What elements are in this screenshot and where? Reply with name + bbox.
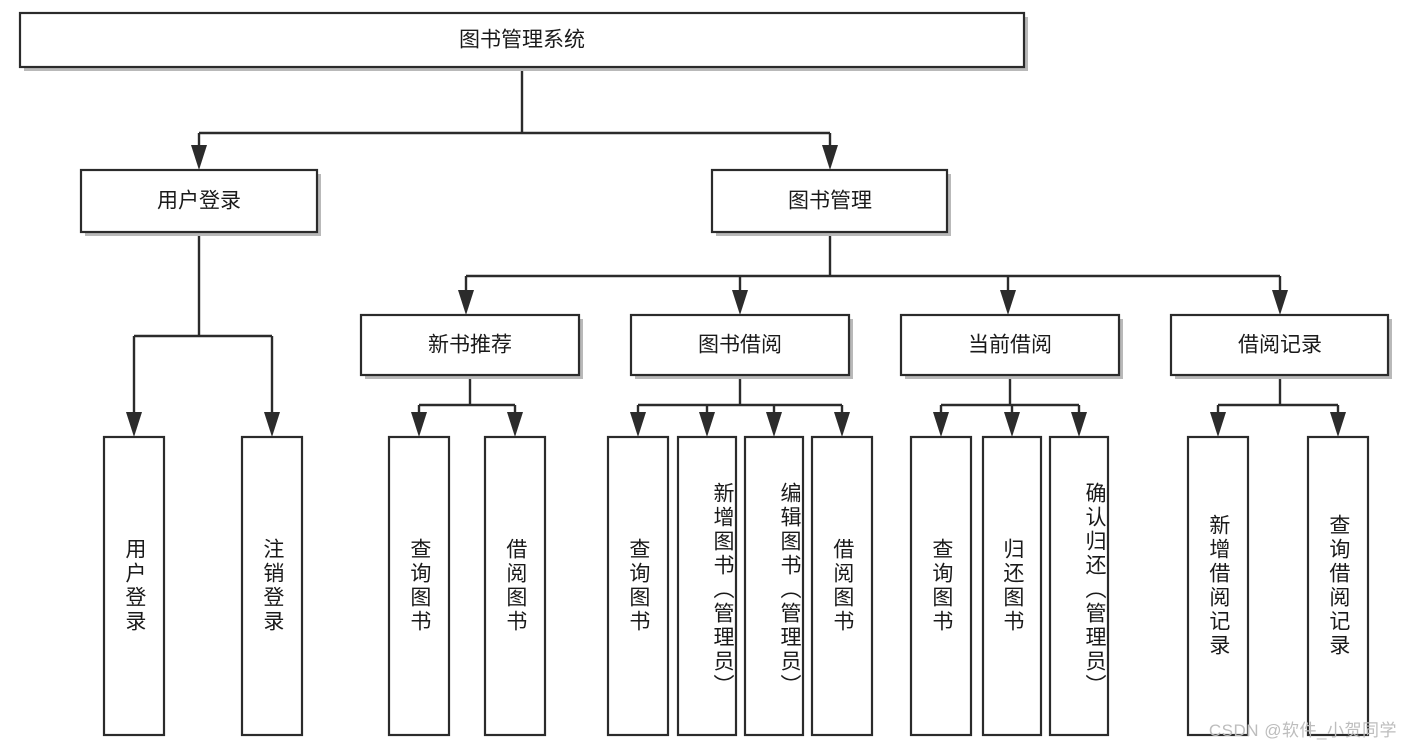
arrowhead-leaf-currentborrow-1 [933, 412, 949, 437]
arrowhead-borrowrecord [1272, 290, 1288, 315]
root-box[interactable] [18, 11, 1026, 69]
leaf-box-layer [102, 435, 1370, 737]
user-login-label: 用户登录 [157, 190, 241, 213]
arrowhead-leaf-bookborrow-1 [630, 412, 646, 437]
node-user-login[interactable]: 用户登录 [79, 168, 321, 236]
node-borrow-record[interactable]: 借阅记录 [1169, 313, 1392, 379]
arrowhead-userlogin [191, 145, 207, 170]
book-borrow-box[interactable] [629, 313, 851, 377]
arrowhead-bookborrow [732, 290, 748, 315]
arrowhead-leaf-newbook-1 [411, 412, 427, 437]
borrow-record-label: 借阅记录 [1238, 334, 1322, 357]
new-book-recommend-label: 新书推荐 [428, 334, 512, 357]
leaf-box-logout[interactable] [240, 435, 304, 737]
book-management-label: 图书管理 [788, 190, 872, 213]
arrowhead-leaf-newbook-2 [507, 412, 523, 437]
leaf-box-user-login[interactable] [102, 435, 166, 737]
book-borrow-label: 图书借阅 [698, 334, 782, 357]
arrowhead-bookmgmt [822, 145, 838, 170]
node-book-management[interactable]: 图书管理 [710, 168, 951, 236]
csdn-watermark: CSDN @软件_小贺同学 [1208, 721, 1397, 740]
leaf-box-query-borrow-record[interactable] [1306, 435, 1370, 737]
arrowhead-leaf-bookborrow-3 [766, 412, 782, 437]
leaf-box-borrow-book-rec[interactable] [483, 435, 547, 737]
leaf-box-edit-book-admin[interactable] [743, 435, 805, 737]
leaf-box-add-borrow-record[interactable] [1186, 435, 1250, 737]
arrowhead-leaf-borrowrecord-1 [1210, 412, 1226, 437]
leaf-box-query-book-current[interactable] [909, 435, 973, 737]
arrowhead-leaf-currentborrow-2 [1004, 412, 1020, 437]
node-current-borrow[interactable]: 当前借阅 [899, 313, 1123, 379]
node-layer: 图书管理系统 用户登录 图书管理 新书推荐 图书 [18, 11, 1392, 737]
node-root[interactable]: 图书管理系统 [18, 11, 1028, 71]
arrowhead-leaf-userlogin [126, 412, 142, 437]
leaf-box-add-book-admin[interactable] [676, 435, 738, 737]
arrowhead-leaf-borrowrecord-2 [1330, 412, 1346, 437]
book-management-box[interactable] [710, 168, 949, 234]
leaf-box-query-book-rec[interactable] [387, 435, 451, 737]
borrow-record-box[interactable] [1169, 313, 1390, 377]
leaf-box-return-book[interactable] [981, 435, 1043, 737]
node-new-book-recommend[interactable]: 新书推荐 [359, 313, 583, 379]
arrowhead-leaf-bookborrow-4 [834, 412, 850, 437]
arrowhead-currentborrow [1000, 290, 1016, 315]
current-borrow-box[interactable] [899, 313, 1121, 377]
arrowhead-leaf-currentborrow-3 [1071, 412, 1087, 437]
current-borrow-label: 当前借阅 [968, 334, 1052, 357]
new-book-recommend-box[interactable] [359, 313, 581, 377]
connector-layer [126, 67, 1346, 437]
leaf-box-confirm-return-admin[interactable] [1048, 435, 1110, 737]
arrowhead-leaf-bookborrow-2 [699, 412, 715, 437]
leaf-box-query-book-borrow[interactable] [606, 435, 670, 737]
user-login-box[interactable] [79, 168, 319, 234]
root-label: 图书管理系统 [459, 29, 585, 52]
arrowhead-newbook [458, 290, 474, 315]
leaf-box-borrow-book[interactable] [810, 435, 874, 737]
arrowhead-leaf-logout [264, 412, 280, 437]
node-book-borrow[interactable]: 图书借阅 [629, 313, 853, 379]
